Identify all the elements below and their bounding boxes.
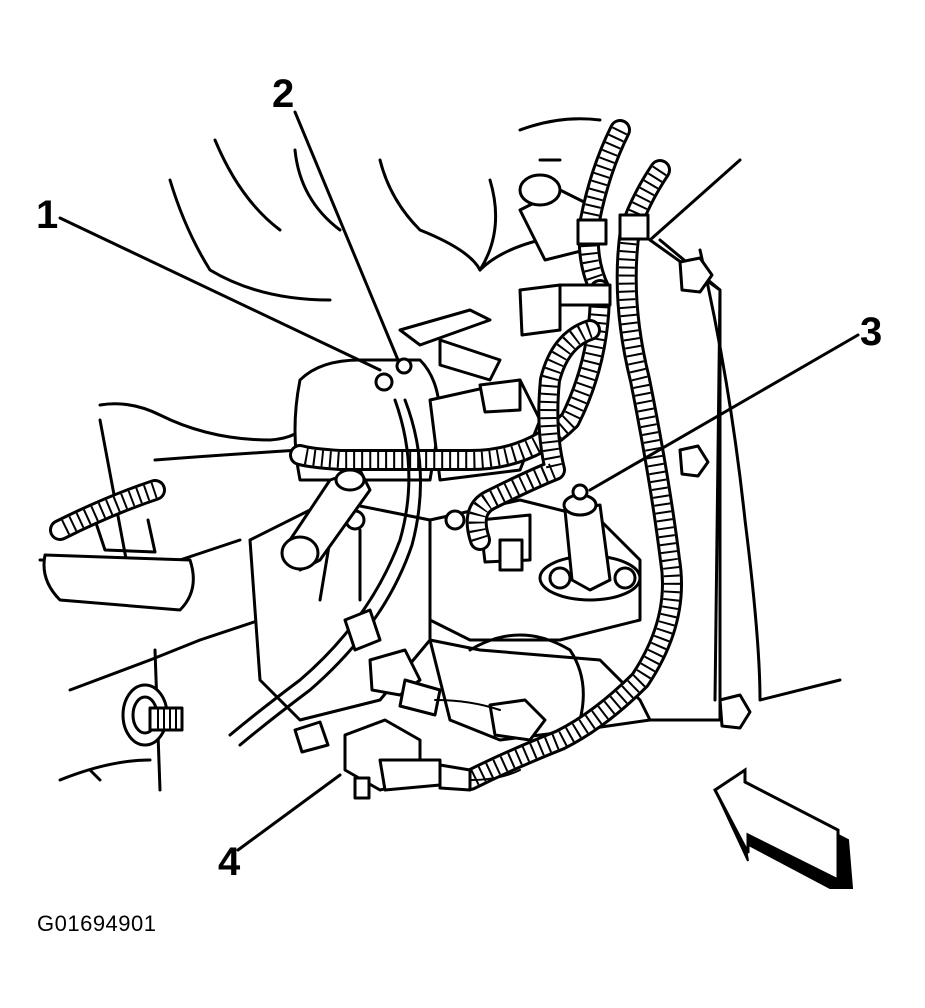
lower-connectors: [343, 608, 547, 742]
oil-pressure-tube: [228, 398, 422, 747]
lower-center-stud: [293, 720, 330, 754]
injector-right: [562, 493, 612, 592]
right-side-bolts: [678, 256, 752, 730]
callout-3: 3: [860, 310, 883, 354]
wiring-harness: [49, 119, 683, 791]
view-direction-arrow: [713, 767, 854, 889]
sensor-connector-4: [343, 718, 521, 800]
callout-4: 4: [218, 840, 241, 884]
injector-left: [280, 468, 372, 572]
callout-2: 2: [272, 72, 295, 116]
engine-block-outline: [38, 117, 842, 792]
callout-leaders: [58, 110, 860, 852]
callout-1: 1: [36, 193, 59, 237]
lower-left-bolt: [121, 683, 184, 747]
figure-id: G01694901: [37, 911, 157, 936]
